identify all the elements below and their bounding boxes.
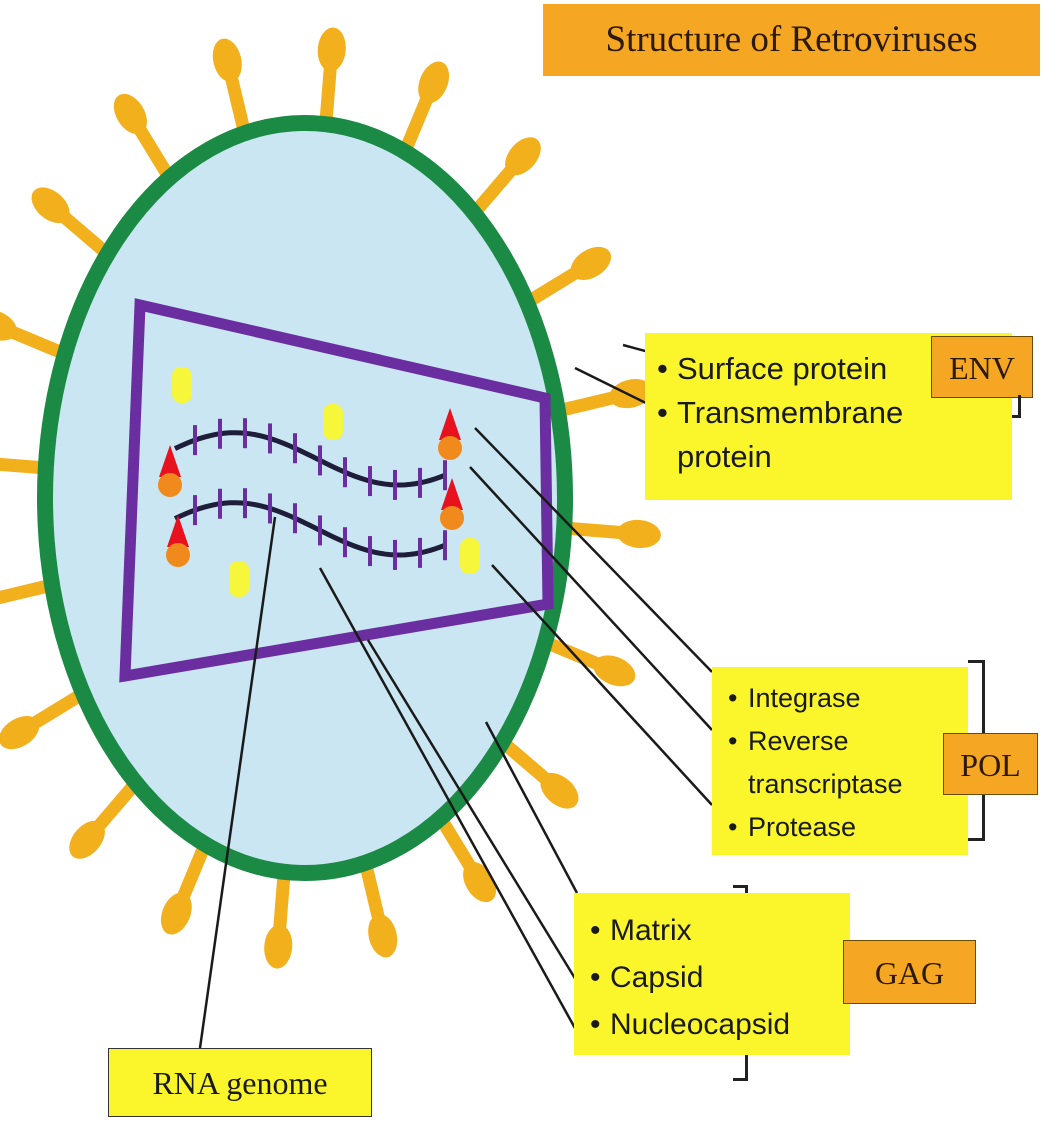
pol-item-protease: Protease [724, 806, 968, 849]
enzyme-1 [158, 445, 182, 497]
surface-protein-spike [495, 735, 579, 809]
pol-item-integrase: Integrase [724, 677, 968, 720]
rna-genome [173, 418, 447, 570]
env-item-surface-protein: Surface protein [653, 347, 1012, 391]
rna-strand-top [173, 418, 447, 500]
surface-protein-spike [467, 137, 541, 220]
enzymes [158, 408, 464, 567]
diagram-title: Structure of Retroviruses [543, 4, 1040, 76]
surface-protein-spike [69, 776, 143, 859]
surface-protein-spike [0, 578, 59, 617]
gag-list: Matrix Capsid Nucleocapsid [586, 907, 850, 1048]
surface-protein-spike [113, 93, 176, 185]
rna-strand-bottom [173, 488, 447, 570]
surface-protein-spike [0, 686, 90, 750]
enzyme-4 [440, 478, 464, 530]
surface-protein-spike [0, 457, 53, 475]
surface-protein-spike [358, 856, 398, 958]
viral-envelope [37, 115, 573, 881]
gag-item-capsid: Capsid [586, 954, 850, 1001]
surface-protein-spike [538, 635, 636, 687]
capsid-outline [119, 298, 554, 683]
gag-label-box: Matrix Capsid Nucleocapsid [574, 893, 850, 1055]
env-bracket [1012, 395, 1021, 418]
pol-item-reverse-transcriptase: Reverse transcriptase [724, 720, 928, 806]
surface-protein-spike [31, 187, 115, 261]
env-label-box: Surface protein Transmembrane protein [645, 333, 1012, 500]
surface-protein-spike [317, 27, 346, 131]
surface-protein-spike [0, 309, 72, 361]
surface-protein-spike [160, 837, 212, 935]
enzyme-2 [166, 515, 190, 567]
gag-tag: GAG [843, 940, 976, 1004]
surface-spikes [0, 27, 661, 969]
surface-protein-spike [434, 811, 497, 903]
leader-lines [198, 343, 713, 1049]
pol-tag: POL [943, 733, 1038, 795]
pol-label-box: Integrase Reverse transcriptase Protease [712, 667, 968, 855]
env-item-transmembrane-protein: Transmembrane protein [653, 391, 957, 479]
gag-item-nucleocapsid: Nucleocapsid [586, 1001, 850, 1048]
surface-protein-spike [264, 865, 293, 969]
gag-item-matrix: Matrix [586, 907, 850, 954]
surface-protein-spike [398, 61, 450, 159]
surface-protein-spike [212, 38, 252, 140]
enzyme-3 [438, 408, 462, 460]
rna-genome-label: RNA genome [108, 1048, 372, 1117]
pol-list: Integrase Reverse transcriptase Protease [724, 677, 968, 849]
env-tag: ENV [931, 336, 1033, 398]
matrix-proteins [172, 367, 480, 597]
env-list: Surface protein Transmembrane protein [653, 347, 1012, 479]
surface-protein-spike [520, 246, 612, 310]
surface-protein-spike [551, 379, 653, 418]
